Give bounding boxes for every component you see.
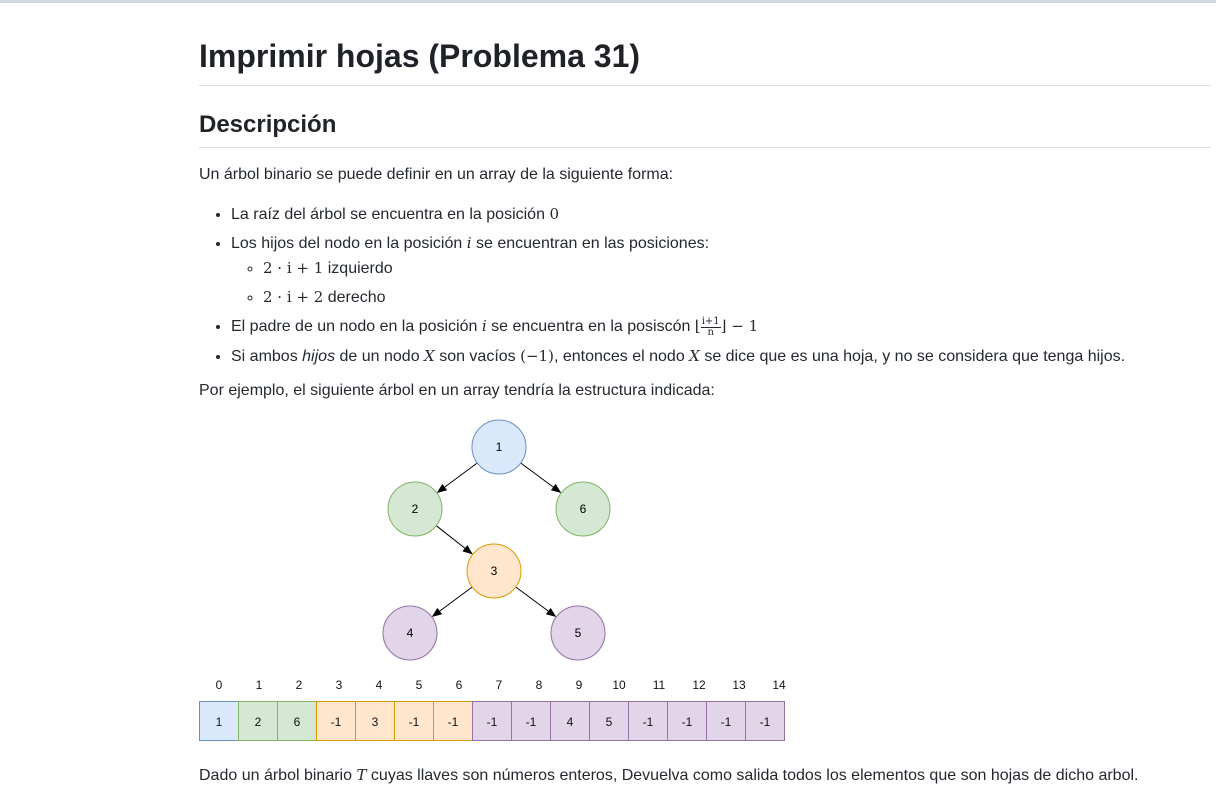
array-cell: -1	[628, 701, 668, 741]
parent-bullet: El padre de un nodo en la posición i se …	[231, 316, 1125, 338]
tree-node: 4	[382, 605, 438, 661]
tree-node-label: 4	[407, 626, 414, 640]
array-cell: 5	[589, 701, 629, 741]
tree-node-circle	[471, 419, 527, 475]
var-t: T	[356, 766, 367, 784]
array-cell: -1	[433, 701, 473, 741]
array-index: 9	[575, 678, 583, 692]
top-border	[0, 0, 1216, 3]
var-i: i	[466, 234, 472, 252]
binary-tree-diagram: 1 2 6 3 4 5	[382, 419, 611, 661]
array-cell: 4	[550, 701, 590, 741]
array-cell: -1	[745, 701, 785, 741]
tree-node: 1	[471, 419, 527, 475]
array-index: 13	[732, 678, 746, 692]
right-formula: 2 · i + 2	[263, 288, 324, 306]
tree-node-label: 6	[580, 502, 587, 516]
right-child-item: 2 · i + 2 derecho	[263, 287, 1125, 308]
array-cell: -1	[667, 701, 707, 741]
array-cell: 3	[355, 701, 395, 741]
tree-node-circle	[382, 605, 438, 661]
tree-node-circle	[466, 543, 522, 599]
intro-paragraph: Un árbol binario se puede definir en un …	[199, 166, 674, 183]
array-index: 2	[295, 678, 303, 692]
tree-node: 3	[466, 543, 522, 599]
task-paragraph: Dado un árbol binario T cuyas llaves son…	[199, 766, 1139, 784]
section-heading: Descripción	[199, 111, 337, 138]
array-index: 6	[455, 678, 463, 692]
tree-node: 5	[550, 605, 606, 661]
array-cell: 2	[238, 701, 278, 741]
tree-node-circle	[550, 605, 606, 661]
tree-edge	[436, 462, 478, 493]
section-divider	[199, 147, 1211, 148]
tree-node-label: 2	[412, 502, 419, 516]
array-cell: 6	[277, 701, 317, 741]
array-index: 4	[375, 678, 383, 692]
definition-list: La raíz del árbol se encuentra en la pos…	[199, 204, 1125, 375]
array-index: 3	[335, 678, 343, 692]
tree-node-circle	[555, 481, 611, 537]
array-index: 14	[772, 678, 786, 692]
array-index: 5	[415, 678, 423, 692]
array-cell: -1	[472, 701, 512, 741]
array-cell: -1	[706, 701, 746, 741]
array-index: 0	[215, 678, 223, 692]
leaf-bullet: Si ambos hijos de un nodo X son vacíos (…	[231, 346, 1125, 367]
array-cell: -1	[394, 701, 434, 741]
tree-node: 2	[387, 481, 443, 537]
left-formula: 2 · i + 1	[263, 259, 324, 277]
array-cell: 1	[199, 701, 239, 741]
tree-node-label: 5	[575, 626, 582, 640]
children-sublist: 2 · i + 1 izquierdo 2 · i + 2 derecho	[231, 258, 1125, 308]
children-bullet: Los hijos del nodo en la posición i se e…	[231, 233, 1125, 308]
root-bullet: La raíz del árbol se encuentra en la pos…	[231, 204, 1125, 225]
tree-node-circle	[387, 481, 443, 537]
example-paragraph: Por ejemplo, el siguiente árbol en un ar…	[199, 382, 715, 399]
array-index: 11	[652, 678, 666, 692]
tree-edge	[520, 462, 562, 493]
array-cell: -1	[316, 701, 356, 741]
title-divider	[199, 85, 1211, 86]
array-index: 7	[495, 678, 503, 692]
array-index: 10	[612, 678, 626, 692]
tree-node: 6	[555, 481, 611, 537]
root-math: 0	[549, 205, 559, 223]
array-index: 12	[692, 678, 706, 692]
array-index: 8	[535, 678, 543, 692]
tree-node-label: 3	[491, 564, 498, 578]
tree-edge	[431, 586, 473, 617]
tree-node-label: 1	[496, 440, 503, 454]
array-cell: -1	[511, 701, 551, 741]
tree-edge	[435, 525, 473, 555]
tree-edge	[515, 586, 557, 617]
array-index: 1	[255, 678, 263, 692]
left-child-item: 2 · i + 1 izquierdo	[263, 258, 1125, 279]
page-title: Imprimir hojas (Problema 31)	[199, 38, 641, 74]
